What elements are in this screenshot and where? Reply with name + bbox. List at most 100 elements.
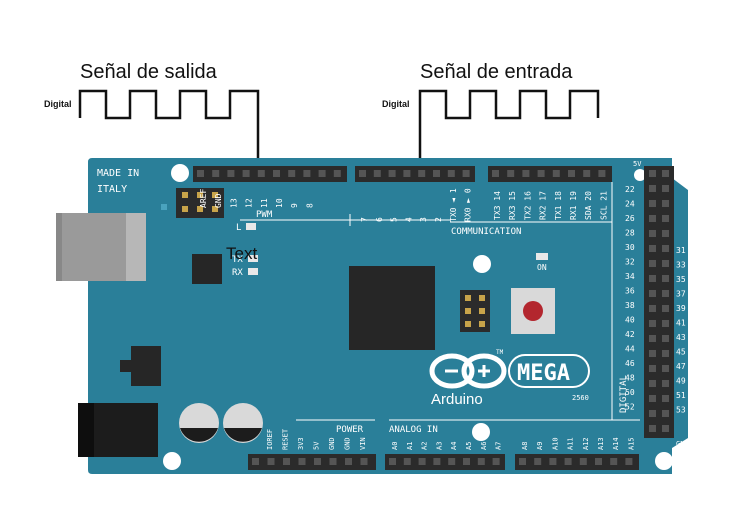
header-pin [583,170,590,177]
pin-label: 45 [676,348,686,357]
pin-label: 46 [625,359,635,368]
pin-label: TX2 16 [523,191,532,220]
pin-label: 50 [625,388,635,397]
led-l [246,223,256,230]
pin-label: SDA 20 [584,191,593,220]
pin-label: RX1 19 [569,191,578,220]
pin-5v-label: 5V [633,160,642,168]
header-pin [492,170,499,177]
header-pin [649,305,656,312]
smd-component [161,204,167,210]
pin-label: 31 [676,246,686,255]
mega-label: MEGA [517,361,570,386]
header-pin [227,170,234,177]
header-pin [330,458,337,465]
pin-label: 37 [676,290,686,299]
pin-label: A7 [495,442,503,450]
capacitor [223,403,263,443]
usb-connector-shade [126,213,146,281]
header-pin [649,320,656,327]
led-on [536,253,548,260]
header-pin [649,260,656,267]
header-pin [580,458,587,465]
led-l-label: L [236,223,241,233]
pin-label: 26 [625,214,635,223]
mounting-hole [163,452,181,470]
header-pin [519,458,526,465]
pwm-label: PWM [256,210,273,220]
input-signal-type: Digital [382,99,410,109]
digital-header-right [644,166,674,438]
pin-label: A9 [536,442,544,450]
header-pin [549,458,556,465]
header-pin [448,170,455,177]
pin-label: A13 [597,437,605,450]
header-pin [288,170,295,177]
analog-in-label: ANALOG IN [389,425,438,435]
reset-button-cap[interactable] [523,301,543,321]
header-pin [299,458,306,465]
header-pin [662,320,669,327]
pin-label: 49 [676,377,686,386]
header-pin [361,458,368,465]
pin-label: TX0 ◄ 1 [449,188,458,222]
pin-label: 3V3 [297,437,305,450]
header-pin [662,395,669,402]
header-pin [568,170,575,177]
header-pin [662,335,669,342]
pin-label: GND [344,437,352,450]
pin-label: A1 [406,442,414,450]
header-pin [565,458,572,465]
header-pin [448,458,455,465]
header-pin [403,170,410,177]
header-pin [662,290,669,297]
header-pin [649,425,656,432]
analog-header-8-15 [515,454,639,470]
header-pin [662,245,669,252]
pin-label: 52 [625,403,635,412]
pin-label: A15 [627,437,635,450]
header-pin [283,458,290,465]
header-pin [252,458,259,465]
header-pin [649,365,656,372]
pin-label: 5V [313,441,321,450]
header-pin [419,458,426,465]
header-pin [649,245,656,252]
icsp-header [460,290,490,332]
header-pin [662,200,669,207]
led-on-label: ON [537,263,547,272]
pin-label: 33 [676,261,686,270]
header-pin [662,170,669,177]
pin-label: TX1 18 [554,191,563,220]
led-rx-label: RX [232,268,243,278]
header-pin [662,215,669,222]
pin-label: RESET [282,428,290,450]
header-pin [625,458,632,465]
header-pin [649,395,656,402]
pin-label: 10 [275,198,284,208]
pin-label: 35 [676,275,686,284]
header-pin [649,200,656,207]
mounting-hole [473,255,491,273]
header-pin [649,290,656,297]
pin-label: A6 [480,442,488,450]
pin-label: GND [328,437,336,450]
header-pin [463,170,470,177]
pin-label: 43 [676,333,686,342]
pin-label: 39 [676,304,686,313]
pin-label: 34 [625,272,635,281]
capacitor [179,403,219,443]
mounting-hole [171,164,189,182]
header-pin [662,230,669,237]
pin-label: 48 [625,374,635,383]
pin-label: A12 [582,437,590,450]
input-signal-title: Señal de entrada [420,61,573,83]
header-pin [649,380,656,387]
header-pin [345,458,352,465]
pin-label: A8 [521,442,529,450]
header-pin [243,170,250,177]
pin-label: GND [214,193,223,208]
power-header [248,454,376,470]
mounting-hole [472,423,490,441]
pin-label: 44 [625,345,635,354]
